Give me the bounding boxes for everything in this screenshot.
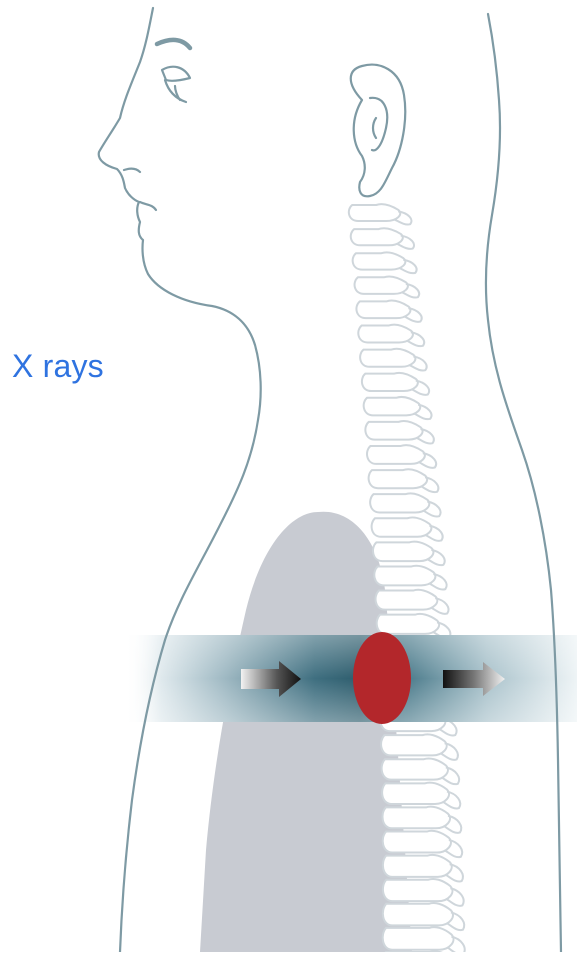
eye-outline [162,67,190,81]
vertebra [382,758,448,779]
vertebra [355,277,408,294]
vertebra [383,831,451,853]
vertebra [381,734,447,755]
vertebra [372,518,432,537]
vertebra [383,855,452,877]
ear-outline [351,65,406,197]
vertebra [367,445,425,464]
x-rays-label: X rays [12,350,104,382]
vertebra [369,469,428,488]
vertebra [356,301,410,319]
vertebra [358,325,413,343]
vertebra [383,927,454,950]
vertebra [377,614,439,634]
tumor [353,632,411,724]
vertebra [383,903,453,925]
vertebra [373,542,433,561]
vertebra [364,397,421,415]
vertebra [370,493,429,512]
vertebra [360,349,415,367]
vertebra [365,421,422,440]
vertebra [382,807,450,829]
vertebra [362,373,418,391]
vertebra [383,879,453,901]
vertebra [376,590,438,610]
x-ray-beam [125,635,577,722]
vertebra [382,783,449,804]
vertebra [351,228,403,245]
vertebra [349,204,400,221]
vertebra [353,252,406,269]
vertebra [374,566,435,586]
